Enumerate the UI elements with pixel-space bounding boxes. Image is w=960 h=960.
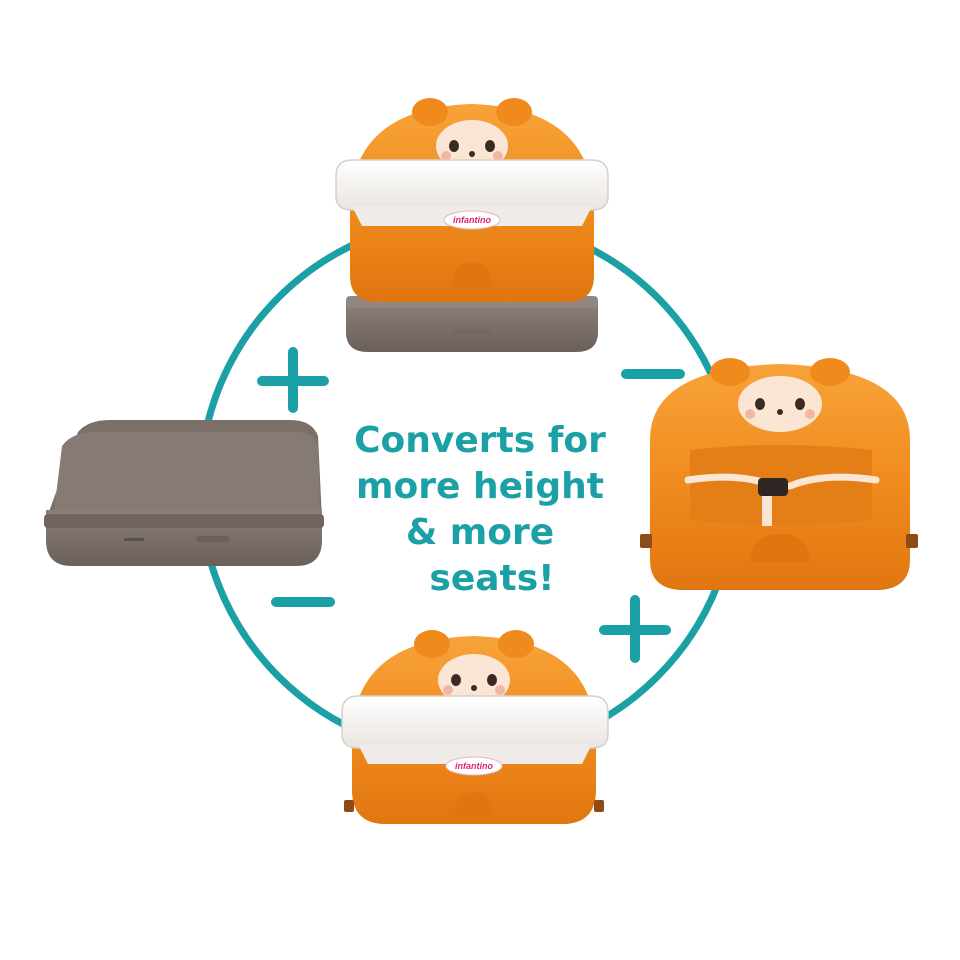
base-emboss-logo: infantino xyxy=(453,326,491,336)
seat-with-tray: infantino xyxy=(341,630,609,824)
plus-sign-left xyxy=(257,347,329,413)
seat-top-with-tray-and-base: infantino infantino xyxy=(335,98,609,352)
plus-sign-right xyxy=(599,595,671,663)
fox-face-right xyxy=(738,376,822,432)
headline-line-2: more height xyxy=(356,466,604,507)
headline-line-4: seats! xyxy=(429,558,555,599)
headline-line-3: & more xyxy=(405,512,555,553)
fox-face-top xyxy=(436,120,508,172)
headline-line-1: Converts for xyxy=(354,420,606,461)
base-only xyxy=(44,420,324,566)
tray-logo-bottom: infantino xyxy=(455,761,493,771)
tray-logo-top: infantino xyxy=(453,215,491,225)
fox-face-bottom xyxy=(438,654,510,706)
seat-with-harness xyxy=(640,358,918,590)
headline: Converts for more height & more seats! xyxy=(330,418,630,602)
